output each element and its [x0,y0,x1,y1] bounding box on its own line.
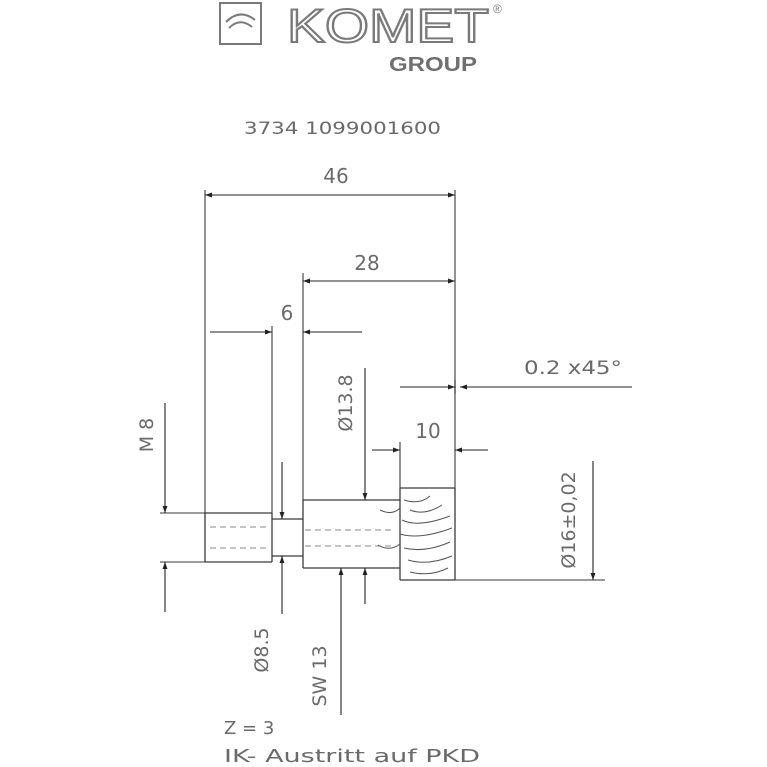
dimension-lines [162,192,632,715]
dim-overall-length: 46 [323,164,348,188]
note-coolant: IK- Austritt auf PKD [224,746,480,767]
dim-chamfer: 0.2 x45° [524,357,622,379]
komet-logo: KOMET ® GROUP [219,0,502,76]
extension-lines [160,190,605,581]
dim-cutter-diameter: Ø16±0,02 [558,471,580,568]
note-teeth: Z = 3 [224,718,274,739]
cutting-flutes [377,495,453,575]
dim-thread: M 8 [136,418,158,453]
logo-registered-mark: ® [493,2,502,16]
logo-mark-icon [219,2,262,45]
dim-body-diameter: Ø13.8 [335,374,357,431]
dim-neck-length: 6 [281,301,294,325]
tool-outline [204,487,456,581]
logo-brand-text: KOMET [287,0,489,52]
dim-wrench-size: SW 13 [309,645,331,706]
dim-head-length: 28 [354,251,379,275]
part-number: 3734 1099001600 [244,119,441,139]
dim-cutting-length: 10 [415,419,440,443]
dim-neck-diameter: Ø8.5 [251,627,273,672]
logo-mark-arc [225,13,256,23]
logo-group-text: GROUP [389,54,477,76]
logo-mark-arc-inner [228,21,253,29]
